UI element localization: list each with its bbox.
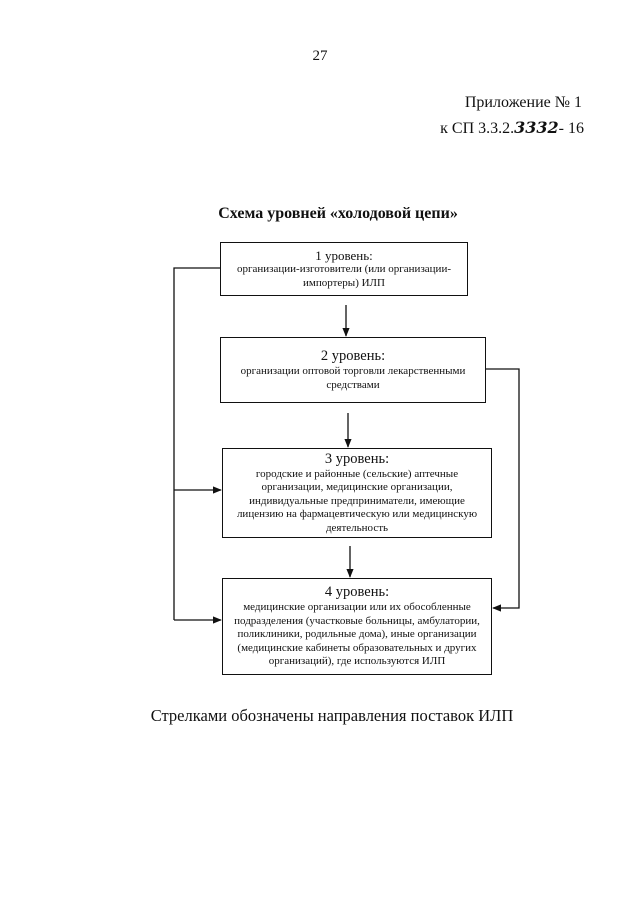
level-4-description: медицинские организации или их обособлен… (234, 601, 480, 668)
appendix-title: Приложение № 1 (464, 94, 582, 111)
level-1-description: организации-изготовители (или организаци… (237, 263, 451, 289)
level-1-heading: 1 уровень: (315, 248, 373, 263)
page-number: 27 (312, 48, 328, 64)
bypass-line-left-vertical (173, 267, 220, 620)
arrow-level2-to-level4 (486, 368, 520, 612)
level-2-heading: 2 уровень: (320, 348, 386, 364)
appendix-ref-prefix: к СП 3.3.2. (440, 120, 515, 137)
appendix-reference: к СП 3.3.2.3332- 16 (440, 118, 584, 138)
level-3-description: городские и районные (сельские) аптечные… (236, 467, 478, 534)
level-4-box: 4 уровень: медицинские организации или и… (222, 578, 492, 675)
level-4-heading: 4 уровень: (324, 584, 390, 601)
legend-caption: Стрелками обозначены направления поставо… (150, 706, 514, 725)
appendix-ref-handwritten-number: 3332 (514, 118, 559, 137)
level-2-box: 2 уровень: организации оптовой торговли … (220, 337, 486, 403)
level-3-heading: 3 уровень: (324, 450, 390, 467)
level-3-box: 3 уровень: городские и районные (сельски… (222, 448, 492, 538)
level-2-description: организации оптовой торговли лекарственн… (240, 365, 466, 391)
level-1-box: 1 уровень: организации-изготовители (или… (220, 242, 468, 296)
appendix-ref-suffix: - 16 (558, 120, 584, 137)
diagram-title: Схема уровней «холодовой цепи» (218, 205, 458, 222)
